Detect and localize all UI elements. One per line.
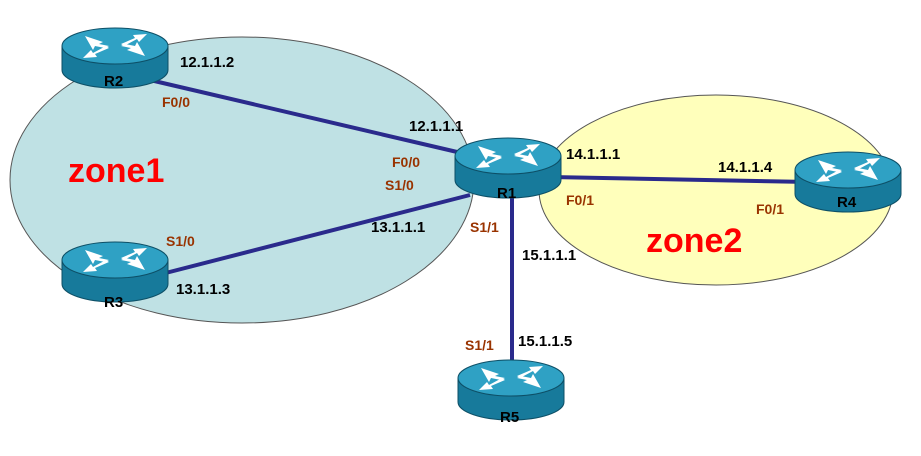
- ip-r4-f0-1: 14.1.1.4: [718, 159, 773, 176]
- iface-r1-f0-0: F0/0: [392, 154, 420, 170]
- ip-r1-s1-1: 15.1.1.1: [522, 247, 576, 264]
- iface-r1-s1-0: S1/0: [385, 177, 414, 193]
- router-r5-label: R5: [500, 409, 519, 426]
- ip-r2-f0-0: 12.1.1.2: [180, 54, 234, 71]
- router-r2-label: R2: [104, 73, 123, 90]
- router-r1-label: R1: [497, 185, 516, 202]
- router-r4-label: R4: [837, 194, 857, 211]
- ip-r1-f0-1: 14.1.1.1: [566, 146, 620, 163]
- router-r1[interactable]: R1: [454, 137, 562, 202]
- iface-r2-f0-0: F0/0: [162, 94, 190, 110]
- ip-r3-s1-0: 13.1.1.3: [176, 281, 230, 298]
- link-r1-r3: [149, 193, 471, 279]
- router-r4[interactable]: R4: [794, 151, 902, 213]
- iface-r1-f0-1: F0/1: [566, 192, 594, 208]
- iface-r3-s1-0: S1/0: [166, 233, 195, 249]
- router-r5[interactable]: R5: [457, 359, 565, 426]
- router-r3-label: R3: [104, 294, 123, 311]
- link-r1-r4: [549, 175, 811, 184]
- router-r2[interactable]: R2: [61, 27, 169, 90]
- ip-r1-s1-0: 13.1.1.1: [371, 219, 425, 236]
- link-r1-r2: [149, 78, 471, 157]
- zone1-label: zone1: [68, 152, 164, 190]
- iface-r5-s1-1: S1/1: [465, 337, 494, 353]
- ip-r5-s1-1: 15.1.1.5: [518, 333, 572, 350]
- zone2-label: zone2: [646, 222, 742, 260]
- router-r3[interactable]: R3: [61, 241, 169, 311]
- iface-r4-f0-1: F0/1: [756, 201, 784, 217]
- ip-r1-f0-0: 12.1.1.1: [409, 118, 463, 135]
- iface-r1-s1-1: S1/1: [470, 219, 499, 235]
- router-icon: [61, 241, 169, 303]
